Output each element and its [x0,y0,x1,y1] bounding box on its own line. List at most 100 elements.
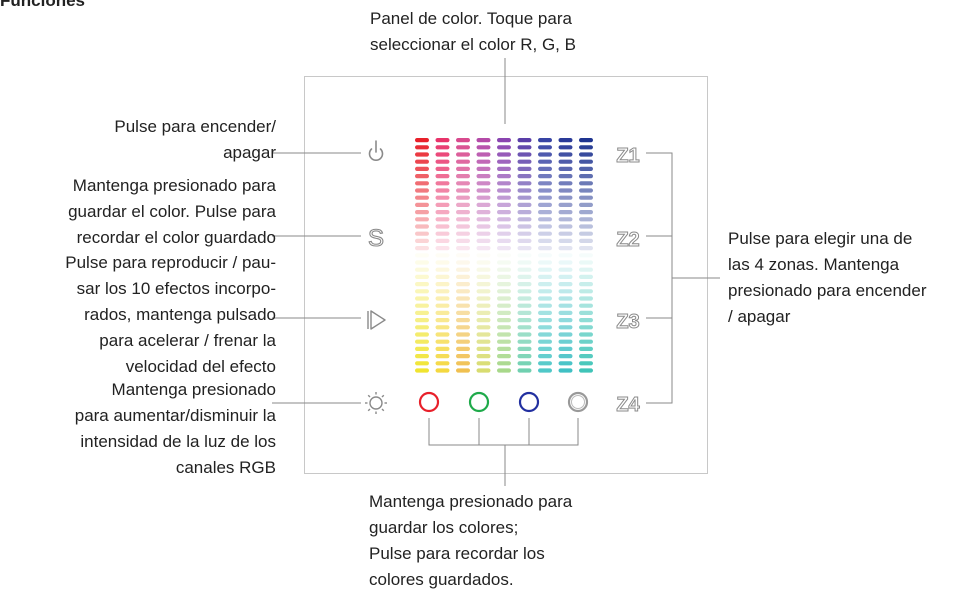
color-cell[interactable] [415,231,429,236]
color-cell[interactable] [558,310,573,315]
color-cell[interactable] [476,274,491,279]
color-cell[interactable] [415,217,429,222]
color-cell[interactable] [476,282,491,287]
zone-4-button[interactable]: Z4 [616,394,641,417]
color-cell[interactable] [497,159,511,164]
color-cell[interactable] [538,346,552,351]
color-cell[interactable] [456,296,470,301]
color-cell[interactable] [435,231,450,236]
color-cell[interactable] [415,332,429,337]
color-cell[interactable] [497,166,511,171]
color-cell[interactable] [579,318,593,323]
color-cell[interactable] [517,339,532,344]
color-cell[interactable] [456,188,470,193]
color-cell[interactable] [538,289,552,294]
color-cell[interactable] [517,274,532,279]
color-cell[interactable] [558,224,573,229]
color-cell[interactable] [558,368,573,373]
color-cell[interactable] [497,267,511,272]
color-cell[interactable] [558,303,573,308]
color-cell[interactable] [456,274,470,279]
color-cell[interactable] [497,325,511,330]
color-cell[interactable] [517,159,532,164]
color-cell[interactable] [476,195,491,200]
color-cell[interactable] [435,260,450,265]
color-cell[interactable] [497,246,511,251]
color-cell[interactable] [497,174,511,179]
color-cell[interactable] [497,282,511,287]
color-cell[interactable] [456,253,470,258]
color-cell[interactable] [558,217,573,222]
color-cell[interactable] [435,346,450,351]
color-cell[interactable] [579,195,593,200]
color-cell[interactable] [456,310,470,315]
color-cell[interactable] [415,210,429,215]
red-color-button[interactable] [418,391,440,413]
color-cell[interactable] [517,303,532,308]
color-cell[interactable] [497,339,511,344]
color-cell[interactable] [579,145,593,150]
color-cell[interactable] [435,325,450,330]
color-cell[interactable] [579,231,593,236]
color-cell[interactable] [476,296,491,301]
color-cell[interactable] [517,354,532,359]
color-cell[interactable] [415,145,429,150]
color-cell[interactable] [415,246,429,251]
color-cell[interactable] [538,354,552,359]
color-cell[interactable] [579,282,593,287]
color-cell[interactable] [517,217,532,222]
color-cell[interactable] [538,339,552,344]
color-cell[interactable] [579,303,593,308]
color-cell[interactable] [435,188,450,193]
color-cell[interactable] [456,282,470,287]
color-cell[interactable] [415,174,429,179]
color-cell[interactable] [579,210,593,215]
color-cell[interactable] [579,217,593,222]
color-cell[interactable] [538,166,552,171]
color-cell[interactable] [476,368,491,373]
color-cell[interactable] [558,202,573,207]
color-cell[interactable] [558,289,573,294]
color-cell[interactable] [579,238,593,243]
color-cell[interactable] [456,224,470,229]
color-cell[interactable] [435,318,450,323]
color-cell[interactable] [435,303,450,308]
color-cell[interactable] [456,303,470,308]
color-cell[interactable] [538,274,552,279]
color-cell[interactable] [456,339,470,344]
color-cell[interactable] [538,296,552,301]
color-cell[interactable] [579,339,593,344]
brightness-button[interactable] [365,392,387,414]
color-cell[interactable] [415,339,429,344]
color-cell[interactable] [558,246,573,251]
color-cell[interactable] [558,318,573,323]
color-cell[interactable] [435,145,450,150]
color-cell[interactable] [415,354,429,359]
color-cell[interactable] [476,166,491,171]
color-cell[interactable] [415,289,429,294]
color-cell[interactable] [456,332,470,337]
color-cell[interactable] [415,195,429,200]
color-cell[interactable] [517,361,532,366]
color-cell[interactable] [538,325,552,330]
color-cell[interactable] [579,267,593,272]
color-cell[interactable] [476,346,491,351]
color-cell[interactable] [456,174,470,179]
color-cell[interactable] [476,246,491,251]
color-cell[interactable] [517,231,532,236]
color-cell[interactable] [476,138,491,143]
color-cell[interactable] [579,181,593,186]
color-cell[interactable] [558,361,573,366]
color-cell[interactable] [476,202,491,207]
color-cell[interactable] [579,260,593,265]
color-cell[interactable] [579,224,593,229]
color-cell[interactable] [456,361,470,366]
color-cell[interactable] [415,274,429,279]
color-cell[interactable] [538,159,552,164]
color-cell[interactable] [517,246,532,251]
color-cell[interactable] [435,332,450,337]
color-cell[interactable] [497,224,511,229]
color-cell[interactable] [435,152,450,157]
color-cell[interactable] [538,188,552,193]
color-cell[interactable] [476,253,491,258]
